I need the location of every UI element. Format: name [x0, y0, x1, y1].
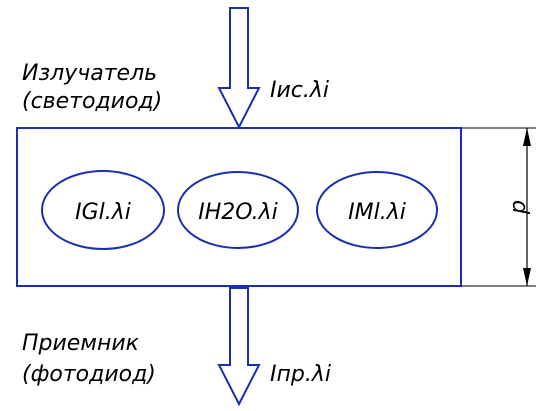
- dimension-label: d: [507, 200, 532, 215]
- incoming-flux-arrow: [217, 7, 261, 130]
- dimension-arrow-bottom: [523, 268, 531, 286]
- component-label-ml: IMl.λi: [348, 200, 406, 225]
- incoming-flux-label: Iис.λi: [270, 78, 329, 103]
- receiver-label-line2: (фотодиод): [22, 362, 156, 387]
- emitter-label-line2: (светодиод): [22, 89, 162, 114]
- outgoing-flux-arrow: [217, 287, 261, 407]
- component-ellipse-ml: [316, 171, 438, 249]
- outgoing-flux-label: Iпр.λi: [270, 362, 331, 387]
- component-ellipse-gl: [41, 170, 165, 250]
- receiver-label-line1: Приемник: [22, 331, 140, 356]
- sample-cell: [16, 127, 462, 287]
- component-label-gl: IGl.λi: [75, 200, 131, 225]
- dimension-arrow-top: [523, 128, 531, 146]
- component-ellipse-h2o: [177, 171, 299, 249]
- component-label-h2o: IH2O.λi: [198, 200, 278, 225]
- emitter-label-line1: Излучатель: [22, 61, 157, 86]
